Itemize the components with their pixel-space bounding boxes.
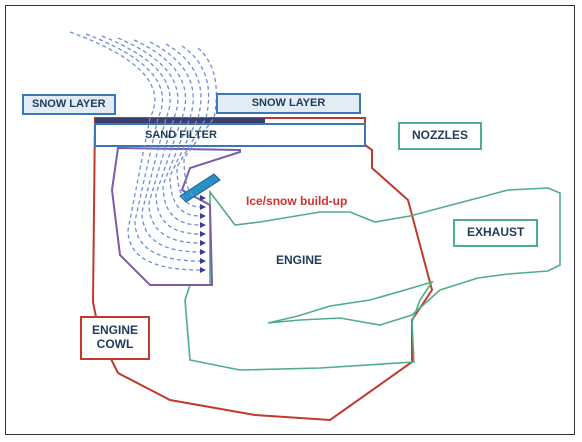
airflow-arrowhead <box>200 240 206 246</box>
airflow-arrowhead <box>200 267 206 273</box>
airflow-arrowhead <box>200 195 206 201</box>
sand-filter-bar <box>94 123 366 147</box>
airflow-arrowhead <box>200 213 206 219</box>
exhaust-label: EXHAUST <box>453 219 539 247</box>
engine-label: ENGINE <box>276 253 323 267</box>
snow-layer-right-label: SNOW LAYER <box>216 93 361 114</box>
airflow-streamline <box>165 43 202 217</box>
engine-cowl-outline <box>91 117 434 422</box>
engine-outline <box>184 187 561 371</box>
airflow-arrowhead <box>200 258 206 264</box>
engine-cowl-label: ENGINE COWL <box>80 316 150 360</box>
airflow-arrowhead <box>200 249 206 255</box>
airflow-arrowhead <box>200 231 206 237</box>
airflow-streamline <box>69 31 201 271</box>
airflow-streamline <box>183 47 217 199</box>
airflow-streamline <box>101 35 201 253</box>
airflow-streamline <box>176 45 210 208</box>
diagram-border <box>5 5 575 435</box>
sand-filter-label: SAND FILTER <box>145 129 217 141</box>
ice-buildup-deposit <box>179 173 221 203</box>
airflow-streamline <box>133 39 201 235</box>
snow-layer-left-label: SNOW LAYER <box>22 94 116 115</box>
airflow-arrowhead <box>200 204 206 210</box>
ice-snow-buildup-label: Ice/snow build-up <box>243 194 351 210</box>
engine-cowl-label-line1: ENGINE <box>92 323 139 337</box>
airflow-streamline <box>149 41 201 226</box>
airflow-arrowhead <box>200 222 206 228</box>
inlet-duct <box>110 146 241 286</box>
airflow-streamline <box>85 33 201 262</box>
airflow-streamlines <box>69 31 217 273</box>
filter-top-strip <box>95 118 265 123</box>
nozzles-label: NOZZLES <box>398 122 482 150</box>
engine-cowl-label-line2: COWL <box>96 336 134 351</box>
